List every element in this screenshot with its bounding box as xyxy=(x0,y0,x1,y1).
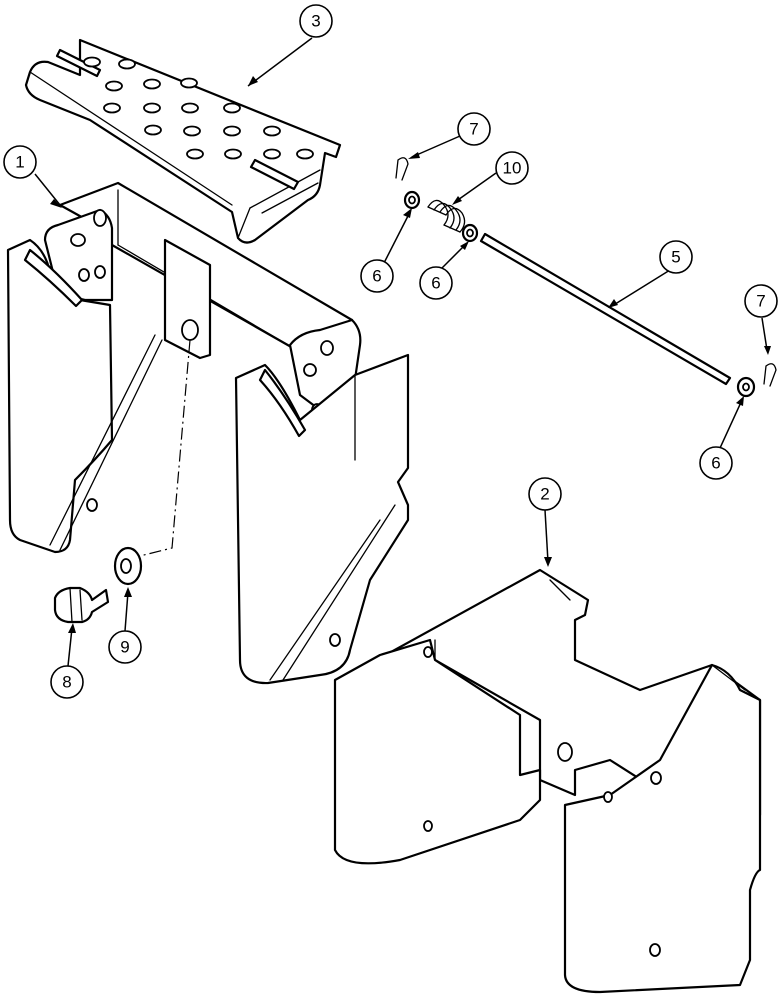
svg-text:5: 5 xyxy=(671,248,680,267)
callout-5: 5 xyxy=(659,240,693,274)
svg-text:8: 8 xyxy=(62,673,71,692)
lower-bracket xyxy=(333,568,762,994)
washer xyxy=(113,546,143,586)
callout-6-middle: 6 xyxy=(419,266,453,300)
svg-text:6: 6 xyxy=(372,267,381,286)
callout-2: 2 xyxy=(528,477,562,511)
svg-text:3: 3 xyxy=(311,12,320,31)
step-plate xyxy=(24,38,342,244)
svg-text:7: 7 xyxy=(469,120,478,139)
callout-3: 3 xyxy=(299,4,333,38)
cotter-pin-1 xyxy=(395,157,409,181)
bolt xyxy=(53,586,110,624)
callout-1: 1 xyxy=(3,145,37,179)
svg-text:10: 10 xyxy=(503,159,522,178)
svg-text:2: 2 xyxy=(540,485,549,504)
callout-9: 9 xyxy=(108,630,142,664)
callout-8: 8 xyxy=(50,665,84,699)
leader-lines xyxy=(34,37,771,667)
main-bracket xyxy=(6,181,410,685)
svg-text:9: 9 xyxy=(120,638,129,657)
callout-7-top: 7 xyxy=(457,112,491,146)
callout-6-right: 6 xyxy=(699,446,733,480)
svg-text:1: 1 xyxy=(15,153,24,172)
svg-text:6: 6 xyxy=(711,454,720,473)
callout-7-right: 7 xyxy=(744,284,778,318)
callout-6-left: 6 xyxy=(360,259,394,293)
bolt-centerline xyxy=(123,339,191,561)
svg-text:6: 6 xyxy=(431,274,440,293)
rod xyxy=(479,232,732,386)
callout-10: 10 xyxy=(495,151,529,185)
cotter-pin-2 xyxy=(763,363,777,387)
spring xyxy=(427,199,466,233)
svg-text:7: 7 xyxy=(756,292,765,311)
